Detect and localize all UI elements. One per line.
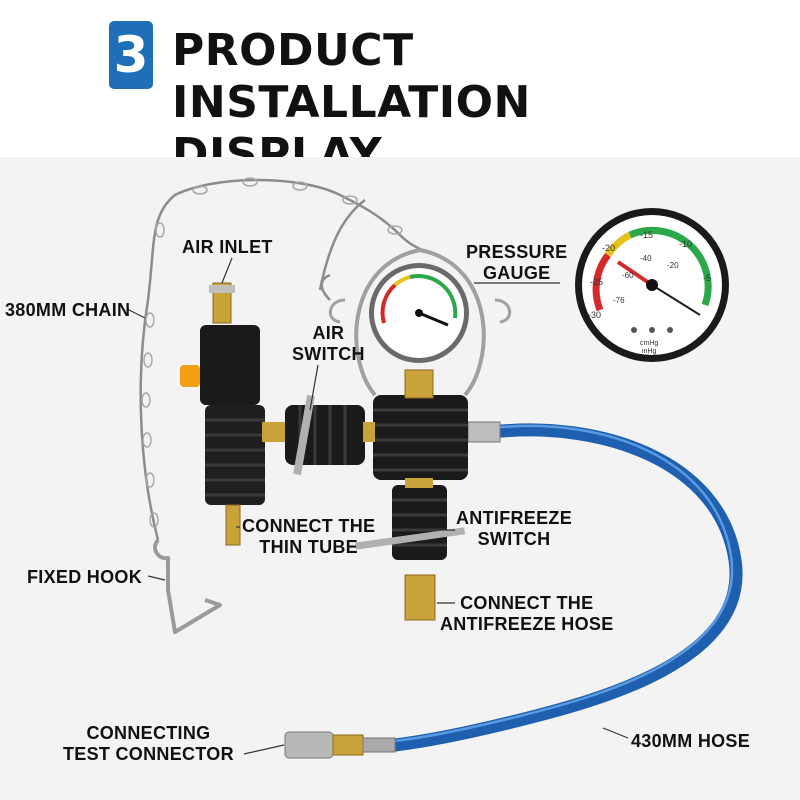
label-air-switch-line-1: AIR bbox=[312, 323, 345, 343]
chain-links bbox=[141, 177, 403, 528]
hose bbox=[388, 423, 743, 752]
air-switch bbox=[262, 394, 365, 476]
main-body bbox=[363, 369, 468, 480]
test-connector bbox=[284, 731, 396, 759]
label-chain: 380MM CHAIN bbox=[5, 300, 131, 320]
label-antifreeze-hose: CONNECT THE ANTIFREEZE HOSE bbox=[440, 593, 614, 635]
fins-left bbox=[205, 418, 265, 497]
gauge-tick-outer-2: -15 bbox=[640, 230, 653, 240]
small-pressure-gauge bbox=[369, 263, 469, 363]
antifreeze-switch bbox=[355, 478, 466, 621]
label-thin-tube: CONNECT THE THIN TUBE bbox=[242, 516, 375, 558]
label-antifreeze-switch-line-2: SWITCH bbox=[477, 529, 551, 549]
label-pressure-gauge-line-2: GAUGE bbox=[482, 263, 551, 283]
gauge-bracket bbox=[354, 247, 486, 397]
gauge-tick-outer-3: -10 bbox=[679, 239, 692, 249]
chain-loop bbox=[139, 178, 431, 541]
gauge-tick-inner-0: -76 bbox=[613, 296, 625, 305]
label-antifreeze-hose-line-2: ANTIFREEZE HOSE bbox=[440, 614, 614, 634]
hose-highlight bbox=[394, 424, 734, 743]
antifreeze-hose-connector bbox=[404, 574, 436, 621]
chain-inner-strand bbox=[318, 199, 366, 291]
gauge-tick-outer-4: -5 bbox=[703, 273, 711, 283]
large-pressure-gauge: -25 -20 -15 -10 -5 -30 -76 -60 -40 -20 c… bbox=[575, 208, 729, 362]
page-title: PRODUCT INSTALLATION DISPLAY bbox=[172, 25, 772, 181]
label-thin-tube-line-1: CONNECT THE bbox=[242, 516, 376, 536]
step-number-badge: 3 bbox=[109, 21, 153, 89]
chain-link-hook bbox=[320, 273, 331, 301]
label-thin-tube-line-2: THIN TUBE bbox=[259, 537, 358, 557]
header: 3 PRODUCT INSTALLATION DISPLAY bbox=[0, 0, 800, 180]
gauge-tick-outer-5: -30 bbox=[588, 310, 601, 320]
fixed-hook bbox=[153, 538, 222, 634]
gauge-tick-inner-2: -40 bbox=[640, 254, 652, 263]
label-pressure-gauge-line-1: PRESSURE bbox=[466, 242, 568, 262]
valve-knob-orange bbox=[180, 365, 200, 387]
gauge-tick-inner-3: -20 bbox=[667, 261, 679, 270]
chain bbox=[139, 178, 431, 541]
label-hose: 430MM HOSE bbox=[631, 731, 751, 751]
label-antifreeze-switch: ANTIFREEZE SWITCH bbox=[456, 508, 572, 550]
title-line-1: PRODUCT INSTALLATION bbox=[172, 25, 531, 128]
label-air-switch: AIR SWITCH bbox=[292, 323, 365, 365]
gauge-unit-top: cmHg bbox=[640, 340, 658, 347]
air-inlet-unit bbox=[180, 282, 265, 546]
label-antifreeze-hose-line-1: CONNECT THE bbox=[460, 593, 594, 613]
bracket-hook-right bbox=[494, 298, 511, 324]
gauge-unit-bottom: inHg bbox=[642, 348, 657, 355]
label-test-connector: CONNECTING TEST CONNECTOR bbox=[63, 723, 234, 765]
label-air-inlet: AIR INLET bbox=[182, 237, 273, 257]
label-fixed-hook: FIXED HOOK bbox=[27, 567, 143, 587]
gauge-tick-outer-0: -25 bbox=[590, 277, 603, 287]
label-pressure-gauge: PRESSURE GAUGE bbox=[466, 242, 567, 284]
label-air-switch-line-2: SWITCH bbox=[292, 344, 365, 364]
gauge-tick-inner-1: -60 bbox=[622, 271, 634, 280]
thin-tube-connector bbox=[225, 504, 241, 546]
bracket-hook-left bbox=[329, 298, 346, 324]
label-antifreeze-switch-line-1: ANTIFREEZE bbox=[456, 508, 573, 528]
leader-lines bbox=[126, 257, 629, 755]
label-test-connector-line-1: CONNECTING bbox=[86, 723, 211, 743]
gauge-tick-outer-1: -20 bbox=[602, 243, 615, 253]
label-test-connector-line-2: TEST CONNECTOR bbox=[63, 744, 234, 764]
hose-connector-top bbox=[467, 421, 501, 443]
